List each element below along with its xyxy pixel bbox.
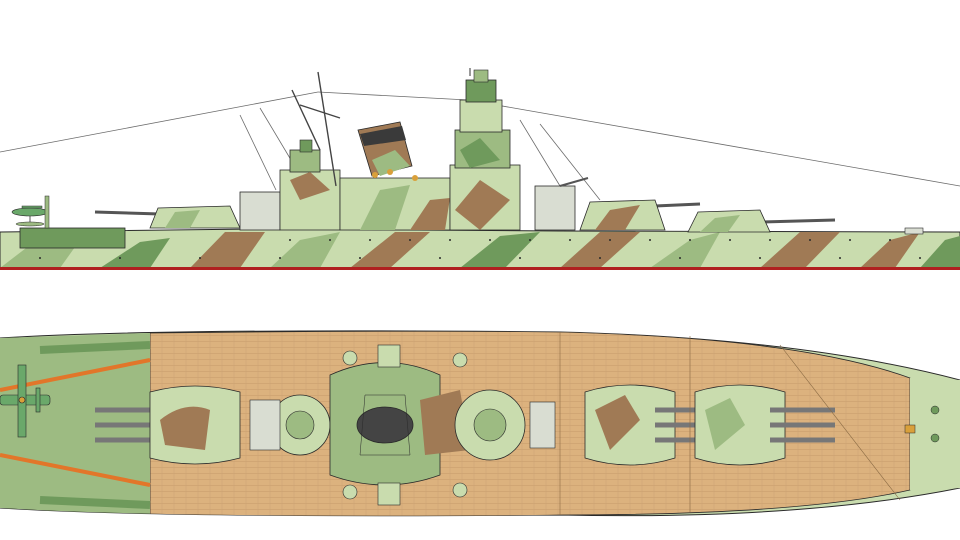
- funnel-icon: [357, 121, 413, 177]
- central-superstructure: [249, 344, 556, 506]
- bow-fittings: [904, 405, 940, 443]
- aircraft-deck: [0, 333, 150, 516]
- seaplane-icon: [11, 195, 50, 229]
- portholes: [39, 239, 921, 259]
- rigging-wires: [0, 91, 960, 201]
- turret-icon: [95, 385, 241, 465]
- aft-superstructure: [239, 139, 341, 231]
- forward-secondary-turret: [534, 177, 589, 231]
- turret-icon: [584, 384, 705, 466]
- turret-icon: [694, 384, 835, 466]
- forward-main-turret-1: [687, 209, 836, 233]
- catapult-rail-2: [0, 453, 151, 487]
- forward-main-turret-2: [579, 199, 701, 231]
- hull: [0, 227, 960, 270]
- aircraft-hangar: [19, 227, 126, 249]
- midship-superstructure: [339, 169, 451, 231]
- seaplane-icon: [0, 364, 51, 438]
- plan-view: [0, 330, 960, 517]
- funnel-icon: [356, 406, 414, 444]
- deck-seam: [779, 344, 901, 501]
- mast-icon: [291, 71, 341, 187]
- pagoda-tower: [449, 68, 521, 231]
- waterline: [0, 267, 960, 270]
- side-profile: [0, 68, 960, 270]
- bow-fitting: [904, 227, 924, 235]
- rear-main-turret: [94, 205, 241, 229]
